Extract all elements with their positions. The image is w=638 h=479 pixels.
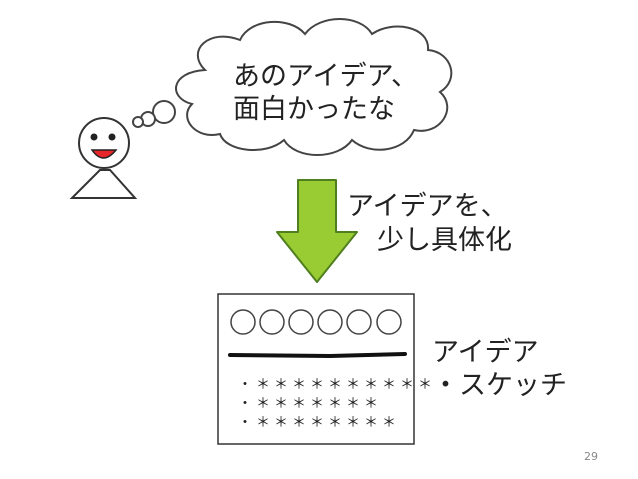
thought-bubble-small — [132, 116, 144, 128]
sketch-circle — [288, 309, 314, 335]
down-arrow-icon — [276, 179, 358, 283]
sketch-circle — [230, 309, 256, 335]
thought-bubble-large — [152, 100, 176, 124]
sketch-label-line-2: ・スケッチ — [432, 370, 567, 401]
thought-line-1: あのアイデア、 — [233, 61, 418, 92]
person-eye-left — [90, 133, 98, 141]
person-head — [78, 117, 130, 169]
sketch-circle — [376, 309, 402, 335]
sketch-label: アイデア ・スケッチ — [432, 336, 567, 402]
page-number: 29 — [584, 450, 598, 463]
sketch-circle — [317, 309, 343, 335]
person-figure — [69, 117, 138, 199]
action-line-2: 少し具体化 — [377, 225, 512, 256]
action-line-1: アイデアを、 — [347, 191, 508, 222]
sketch-circle — [346, 309, 372, 335]
sketch-row: ・＊＊＊＊＊＊＊＊＊＊ — [238, 377, 436, 393]
sketch-underline — [228, 352, 407, 359]
sketch-row: ・＊＊＊＊＊＊＊＊ — [238, 415, 400, 431]
person-body — [69, 169, 138, 199]
sketch-panel — [217, 293, 415, 445]
person-eye-right — [108, 133, 116, 141]
person-mouth — [90, 149, 118, 159]
sketch-row: ・＊＊＊＊＊＊＊ — [238, 396, 382, 412]
thought-cloud — [175, 18, 453, 156]
sketch-circles — [230, 309, 402, 335]
sketch-circle — [259, 309, 285, 335]
sketch-label-line-1: アイデア — [432, 337, 539, 368]
thought-line-2: 面白かったな — [233, 94, 395, 125]
thought-text: あのアイデア、 面白かったな — [233, 60, 418, 126]
action-text: アイデアを、 少し具体化 — [347, 190, 512, 258]
